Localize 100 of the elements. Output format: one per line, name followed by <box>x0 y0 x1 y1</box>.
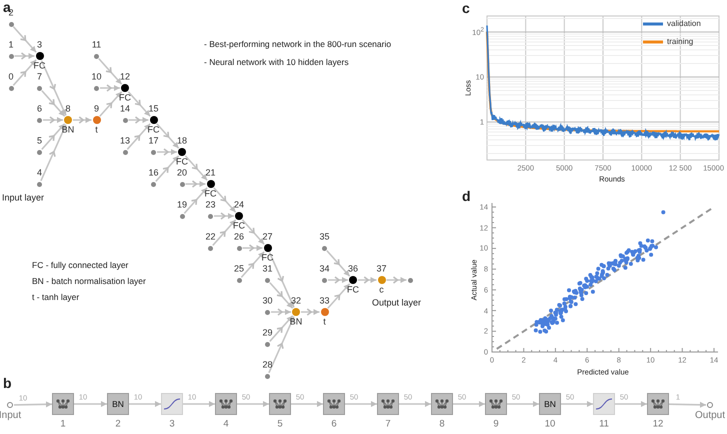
layer-type-label: BN <box>62 126 74 134</box>
layer-number: 3 <box>169 419 175 429</box>
arrow <box>561 401 593 407</box>
arrow <box>12 26 37 53</box>
layer-type-label: t <box>323 318 326 326</box>
node-number: 21 <box>206 168 216 178</box>
layer-type-label: FC <box>34 62 46 70</box>
arrow <box>183 401 215 407</box>
layer-number: 12 <box>652 419 664 429</box>
arrow <box>41 123 66 150</box>
layer-number: 6 <box>331 419 337 429</box>
node-number: 17 <box>148 136 158 146</box>
node-number: 10 <box>92 72 102 82</box>
node-number: 28 <box>262 360 272 370</box>
port-label: Output <box>694 411 726 421</box>
layer-type-label: BN <box>290 318 302 326</box>
layer-number: 2 <box>115 419 121 429</box>
node-number: 29 <box>262 328 272 338</box>
key-text: FC - fully connected layer <box>32 260 128 270</box>
arrow <box>43 116 63 124</box>
node-number: 37 <box>376 264 386 274</box>
arrow <box>126 123 151 150</box>
arrow <box>40 124 67 182</box>
node-number: 15 <box>148 104 158 114</box>
key-text: t - tanh layer <box>32 292 80 302</box>
arrow <box>326 250 350 277</box>
layer-number: 10 <box>544 419 556 429</box>
arrow <box>291 401 323 407</box>
node-number: 23 <box>206 200 216 210</box>
arrow <box>184 155 208 181</box>
arrow <box>386 276 406 284</box>
node-number: 24 <box>234 200 244 210</box>
node-number: 27 <box>262 232 272 242</box>
arrow <box>12 59 37 86</box>
node-number: 3 <box>37 40 42 50</box>
node-number: 7 <box>37 72 42 82</box>
layer-number: 11 <box>599 419 609 429</box>
layer-type-label: FC <box>148 126 160 134</box>
arrow <box>242 244 262 252</box>
arrow <box>269 315 294 342</box>
key-text: BN - batch normalisation layer <box>32 276 146 286</box>
arrow <box>268 316 295 374</box>
node-number: 22 <box>206 232 216 242</box>
node-number: 33 <box>320 296 330 306</box>
arrow <box>40 60 67 116</box>
arrow <box>327 283 350 309</box>
arrow <box>615 401 647 407</box>
node-number: 0 <box>8 72 14 82</box>
arrow <box>453 401 485 407</box>
node-number: 4 <box>37 168 42 178</box>
node-number: 12 <box>120 72 130 82</box>
node-number: 20 <box>177 168 187 178</box>
arrow <box>237 401 269 407</box>
arrow <box>358 276 376 284</box>
arrow <box>157 148 177 156</box>
arrow <box>41 90 66 117</box>
arrow <box>507 401 539 407</box>
legend-label: training <box>667 38 694 46</box>
arrow <box>129 401 161 407</box>
node-number: 14 <box>120 104 130 114</box>
layer-type-label: FC <box>119 94 131 102</box>
arrow <box>328 276 348 284</box>
node-number: 13 <box>120 136 130 146</box>
node-number: 19 <box>177 200 187 210</box>
arrow <box>14 401 52 408</box>
arrow <box>98 58 122 85</box>
arrow <box>213 187 236 213</box>
note-text: - Neural network with 10 hidden layers <box>204 58 349 66</box>
panel-letter: b <box>3 376 12 390</box>
node-number: 30 <box>262 296 272 306</box>
arrow <box>269 282 294 309</box>
layer-type-label: t <box>95 126 98 134</box>
arrow <box>156 123 180 149</box>
layer-box: BN <box>539 393 561 415</box>
arrow <box>301 308 320 316</box>
port-label: Input <box>0 411 22 421</box>
node-number: 18 <box>177 136 187 146</box>
panel-letter: c <box>462 1 470 15</box>
node-number: 6 <box>37 104 42 114</box>
arrow <box>99 91 122 117</box>
layer-type-label: FC <box>262 254 274 262</box>
arrow <box>399 401 431 407</box>
node-number: 5 <box>37 136 42 146</box>
layer-number: 5 <box>277 419 283 429</box>
layer-type-label: FC <box>233 222 245 230</box>
node-number: 16 <box>148 168 158 178</box>
arrow <box>74 401 107 407</box>
arrow <box>128 91 151 117</box>
arrow <box>186 180 206 188</box>
arrow <box>128 116 148 124</box>
arrow <box>212 219 236 246</box>
node-number: 36 <box>348 264 358 274</box>
layer-type-label: FC <box>347 286 359 294</box>
arrow <box>14 52 34 60</box>
layer-box: BN <box>107 393 129 415</box>
arrow <box>155 155 180 182</box>
node-number: 31 <box>262 264 272 274</box>
layer-type-label: FC <box>204 190 216 198</box>
layer-type-label: c <box>379 286 384 294</box>
panel-letter: d <box>462 189 471 203</box>
